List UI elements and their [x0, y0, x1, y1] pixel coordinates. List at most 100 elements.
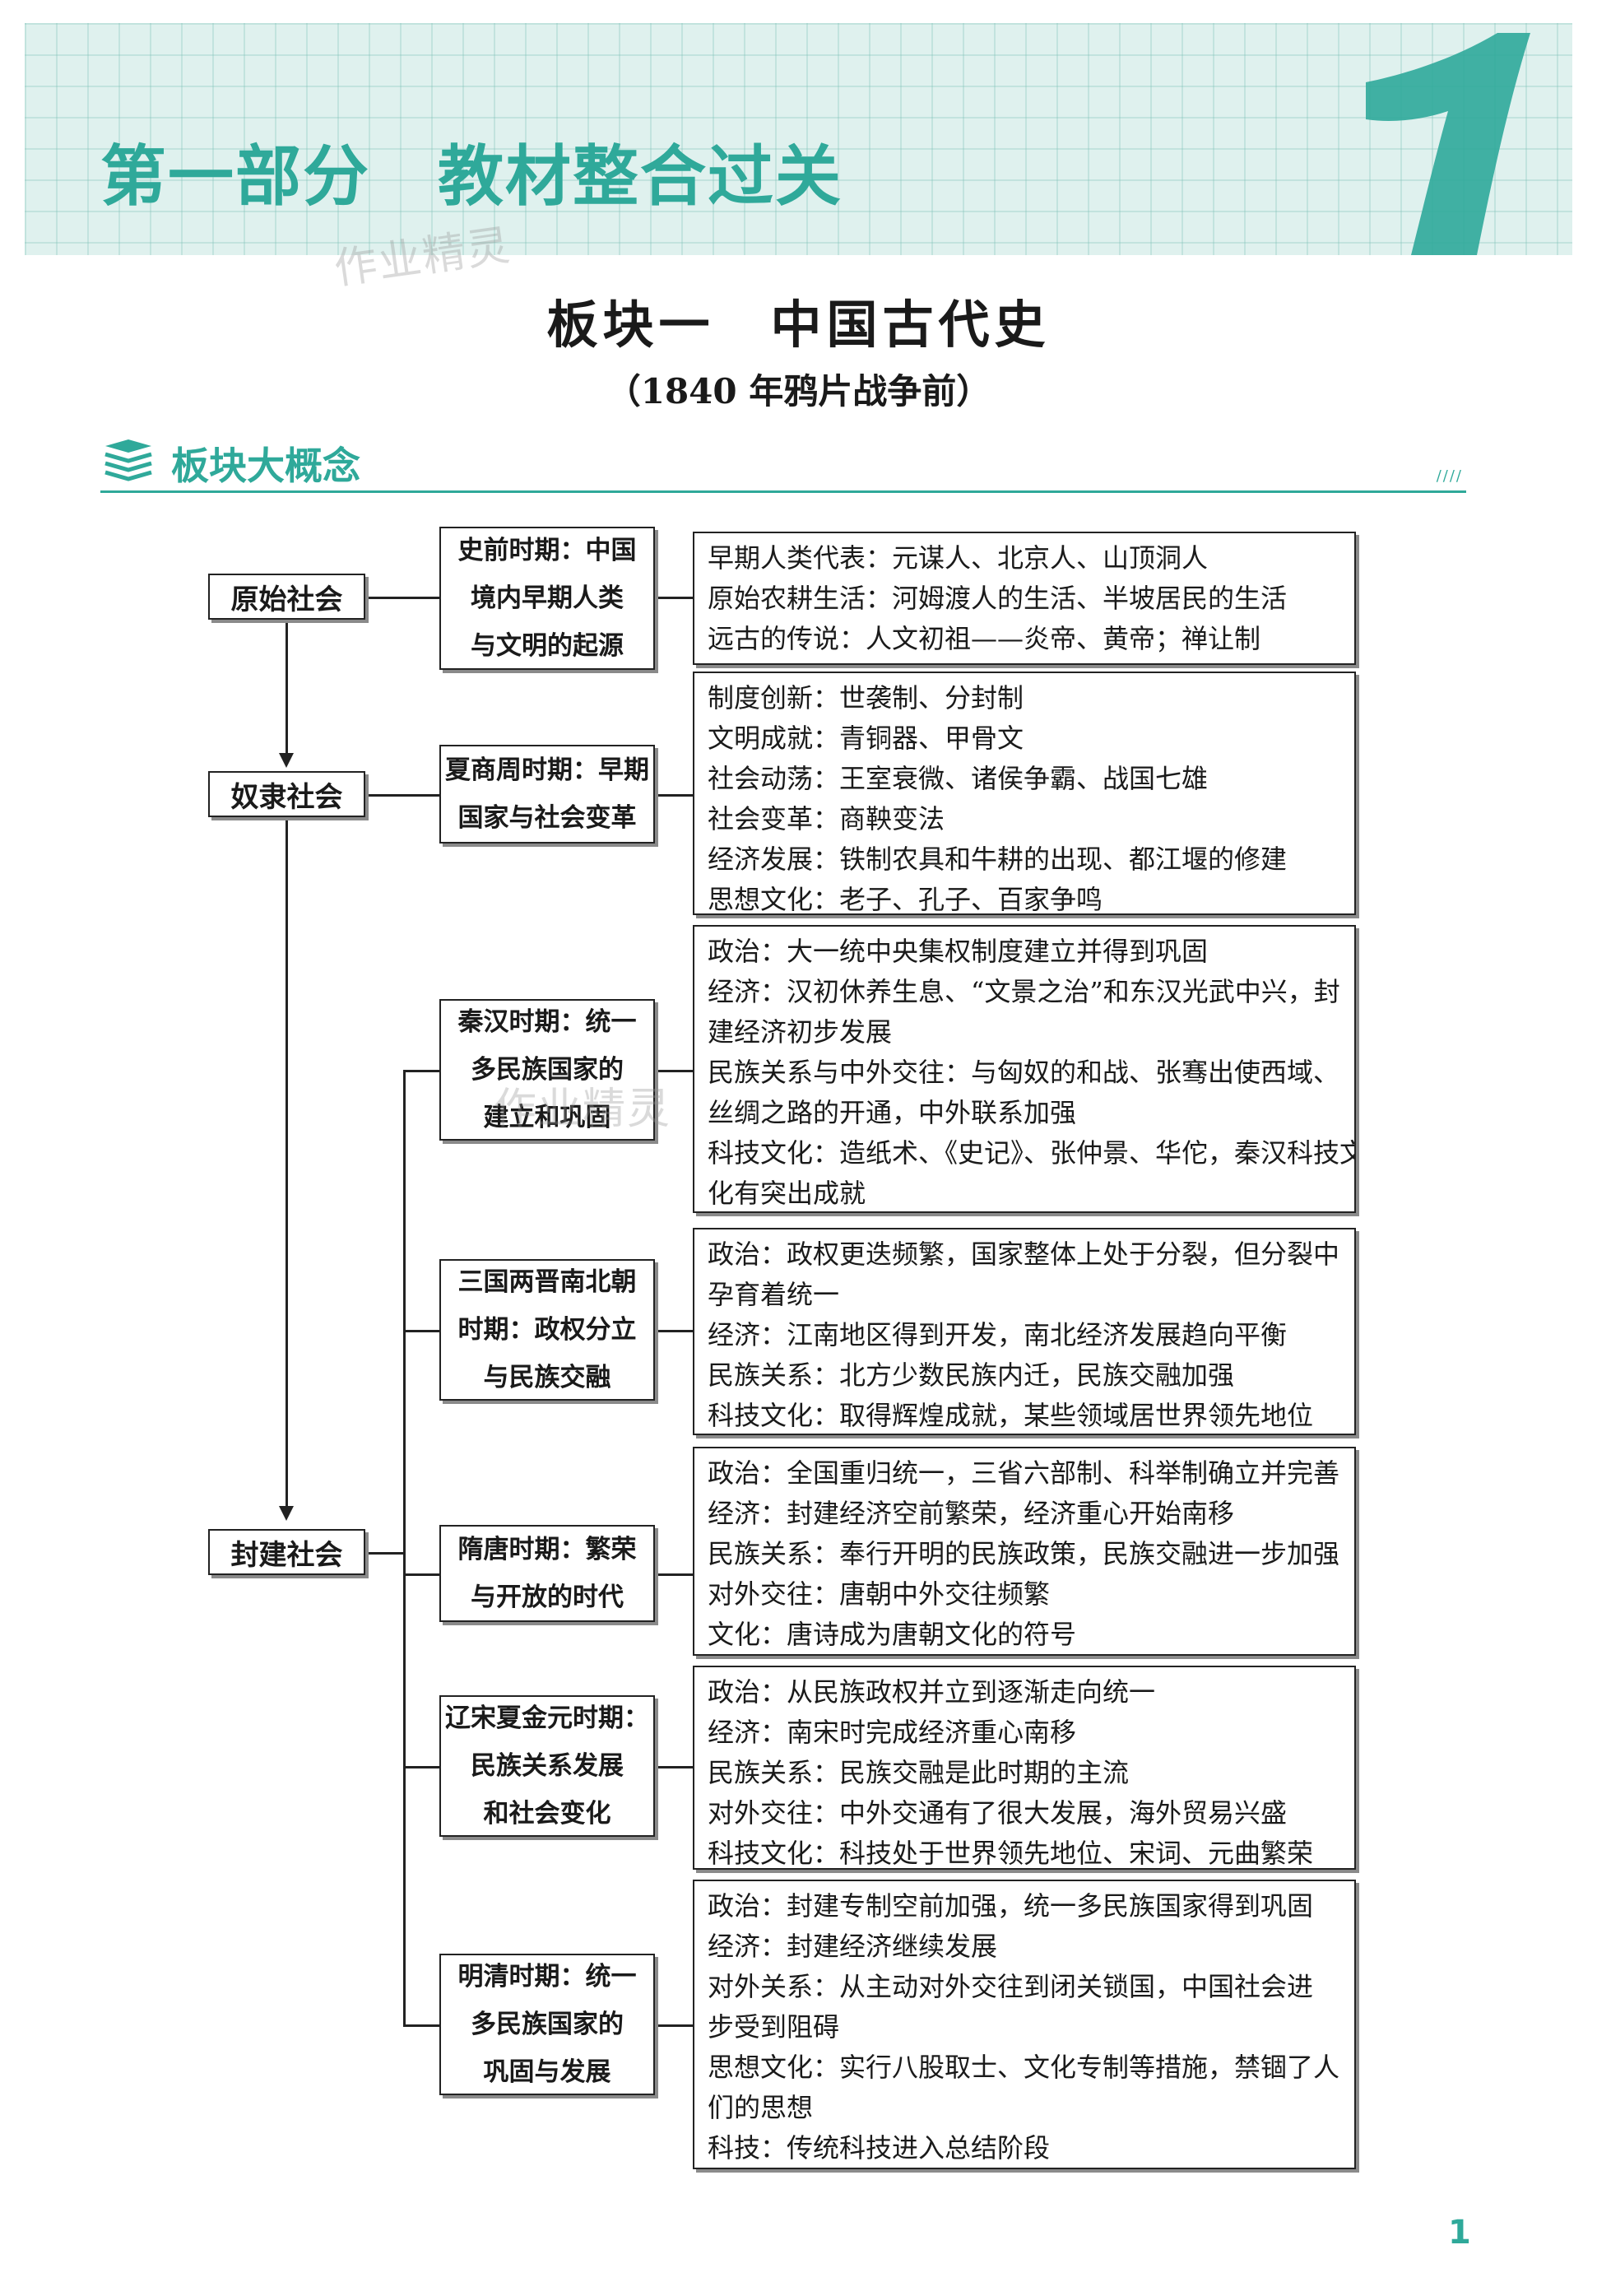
connector-line [286, 817, 288, 1508]
connector-line [655, 794, 693, 797]
concept-title: 板块大概念 [171, 444, 360, 488]
detail-line: 科技文化：取得辉煌成就，某些领域居世界领先地位 [708, 1400, 1314, 1431]
society-slave: 奴隶社会 [208, 771, 365, 817]
connector-line [655, 1330, 693, 1332]
period-three-kingdoms: 三国两晋南北朝 时期：政权分立 与民族交融 [439, 1259, 655, 1401]
arrow-down-icon [279, 753, 294, 768]
detail-line: 远古的传说：人文初祖——炎帝、黄帝；禅让制 [708, 623, 1261, 654]
period-label-line: 建立和巩固 [483, 1103, 611, 1132]
detail-line: 丝绸之路的开通，中外联系加强 [708, 1097, 1077, 1128]
period-label-line: 明清时期：统一 [457, 1962, 637, 1992]
detail-line: 政治：大一统中央集权制度建立并得到巩固 [708, 936, 1209, 967]
detail-line: 原始农耕生活：河姆渡人的生活、半坡居民的生活 [708, 583, 1288, 614]
details-sui-tang: 政治：全国重归统一，三省六部制、科举制确立并完善 经济：封建经济空前繁荣，经济重… [693, 1447, 1356, 1656]
watermark-middle: 作业精灵 [494, 1085, 672, 1134]
period-label-line: 隋唐时期：繁荣 [457, 1535, 637, 1564]
society-feudal: 封建社会 [208, 1529, 365, 1575]
period-label-line: 夏商周时期：早期 [445, 755, 649, 785]
connector-line [403, 1070, 439, 1072]
detail-line: 孕育着统一 [708, 1279, 840, 1310]
detail-line: 经济：江南地区得到开发，南北经济发展趋向平衡 [708, 1319, 1288, 1350]
connector-line [655, 1070, 693, 1072]
details-three-kingdoms: 政治：政权更迭频繁，国家整体上处于分裂，但分裂中 孕育着统一 经济：江南地区得到… [693, 1228, 1356, 1435]
decorative-dashes: //// [1436, 467, 1463, 485]
detail-line: 文化：唐诗成为唐朝文化的符号 [708, 1619, 1077, 1650]
details-qin-han: 政治：大一统中央集权制度建立并得到巩固 经济：汉初休养生息、“文景之治”和东汉光… [693, 925, 1356, 1213]
detail-line: 社会变革：商鞅变法 [708, 803, 945, 834]
period-ming-qing: 明清时期：统一 多民族国家的 巩固与发展 [439, 1954, 655, 2095]
detail-line: 民族关系与中外交往：与匈奴的和战、张骞出使西域、 [708, 1057, 1340, 1088]
connector-line [403, 1330, 439, 1332]
detail-line: 对外交往：唐朝中外交往频繁 [708, 1578, 1051, 1610]
detail-line: 化有突出成就 [708, 1178, 866, 1209]
period-qin-han: 秦汉时期：统一 多民族国家的 建立和巩固 [439, 999, 655, 1141]
detail-line: 早期人类代表：元谋人、北京人、山顶洞人 [708, 542, 1209, 574]
period-sui-tang: 隋唐时期：繁荣 与开放的时代 [439, 1525, 655, 1622]
period-label-line: 多民族国家的 [471, 2010, 624, 2039]
period-label-line: 和社会变化 [483, 1799, 611, 1829]
detail-line: 民族关系：奉行开明的民族政策，民族交融进一步加强 [708, 1538, 1340, 1569]
period-liao-song-xia-jin-yuan: 辽宋夏金元时期： 民族关系发展 和社会变化 [439, 1695, 655, 1837]
detail-line: 步受到阻碍 [708, 2011, 840, 2043]
connector-line [655, 2024, 693, 2027]
connector-line [403, 1573, 439, 1576]
detail-line: 们的思想 [708, 2092, 814, 2123]
society-primitive: 原始社会 [208, 574, 365, 620]
detail-line: 政治：封建专制空前加强，统一多民族国家得到巩固 [708, 1890, 1314, 1922]
period-xia-shang-zhou: 夏商周时期：早期 国家与社会变革 [439, 745, 655, 844]
detail-line: 经济：汉初休养生息、“文景之治”和东汉光武中兴，封 [708, 976, 1340, 1007]
period-label-line: 与开放的时代 [471, 1583, 624, 1612]
connector-line [365, 794, 439, 797]
decorative-number-one [1366, 33, 1530, 255]
detail-line: 思想文化：老子、孔子、百家争鸣 [708, 884, 1103, 915]
header-banner [25, 23, 1572, 255]
connector-line [286, 619, 288, 759]
connector-line [365, 597, 439, 599]
connector-line [403, 1070, 406, 2027]
detail-line: 文明成就：青铜器、甲骨文 [708, 723, 1024, 754]
concept-heading: 板块大概念 //// [100, 433, 1466, 493]
details-prehistoric: 早期人类代表：元谋人、北京人、山顶洞人 原始农耕生活：河姆渡人的生活、半坡居民的… [693, 532, 1356, 665]
period-label-line: 多民族国家的 [471, 1055, 624, 1085]
period-label-line: 境内早期人类 [471, 583, 624, 613]
detail-line: 对外交往：中外交通有了很大发展，海外贸易兴盛 [708, 1797, 1288, 1829]
detail-line: 民族关系：民族交融是此时期的主流 [708, 1757, 1130, 1788]
detail-line: 对外关系：从主动对外交往到闭关锁国，中国社会进 [708, 1971, 1314, 2002]
detail-line: 科技：传统科技进入总结阶段 [708, 2132, 1051, 2164]
detail-line: 民族关系：北方少数民族内迁，民族交融加强 [708, 1359, 1235, 1391]
period-label-line: 秦汉时期：统一 [457, 1007, 637, 1037]
details-xia-shang-zhou: 制度创新：世袭制、分封制 文明成就：青铜器、甲骨文 社会动荡：王室衰微、诸侯争霸… [693, 672, 1356, 915]
connector-line [655, 597, 693, 599]
period-label-line: 与民族交融 [483, 1363, 611, 1392]
detail-line: 经济：封建经济空前繁荣，经济重心开始南移 [708, 1498, 1235, 1529]
period-label-line: 史前时期：中国 [457, 536, 637, 565]
section-subtitle: （1840 年鸦片战争前） [606, 371, 991, 411]
period-label-line: 时期：政权分立 [457, 1315, 637, 1345]
detail-line: 政治：政权更迭频繁，国家整体上处于分裂，但分裂中 [708, 1239, 1340, 1270]
book-stack-icon [104, 439, 152, 481]
period-label-line: 三国两晋南北朝 [457, 1267, 637, 1297]
details-ming-qing: 政治：封建专制空前加强，统一多民族国家得到巩固 经济：封建经济继续发展 对外关系… [693, 1880, 1356, 2169]
connector-line [365, 1552, 405, 1555]
period-label-line: 巩固与发展 [483, 2057, 611, 2087]
detail-line: 经济：封建经济继续发展 [708, 1931, 998, 1962]
detail-line: 制度创新：世袭制、分封制 [708, 682, 1024, 713]
connector-line [655, 1766, 693, 1768]
period-label-line: 辽宋夏金元时期： [445, 1703, 649, 1733]
period-label-line: 民族关系发展 [471, 1751, 624, 1781]
detail-line: 经济发展：铁制农具和牛耕的出现、都江堰的修建 [708, 844, 1288, 875]
detail-line: 科技文化：造纸术、《史记》、张仲景、华佗，秦汉科技文 [708, 1137, 1356, 1169]
period-label-line: 与文明的起源 [471, 631, 624, 661]
page-number: 1 [1448, 2214, 1471, 2252]
section-title: 板块一 中国古代史 [546, 295, 1051, 355]
connector-line [655, 1573, 693, 1576]
details-liao-song-xia-jin-yuan: 政治：从民族政权并立到逐渐走向统一 经济：南宋时完成经济重心南移 民族关系：民族… [693, 1666, 1356, 1870]
period-label-line: 国家与社会变革 [457, 803, 637, 833]
detail-line: 科技文化：科技处于世界领先地位、宋词、元曲繁荣 [708, 1838, 1314, 1869]
detail-line: 政治：全国重归统一，三省六部制、科举制确立并完善 [708, 1457, 1340, 1489]
detail-line: 建经济初步发展 [708, 1016, 893, 1048]
detail-line: 政治：从民族政权并立到逐渐走向统一 [708, 1676, 1156, 1708]
period-prehistoric: 史前时期：中国 境内早期人类 与文明的起源 [439, 527, 655, 670]
connector-line [403, 1766, 439, 1768]
detail-line: 思想文化：实行八股取士、文化专制等措施，禁锢了人 [708, 2052, 1340, 2083]
